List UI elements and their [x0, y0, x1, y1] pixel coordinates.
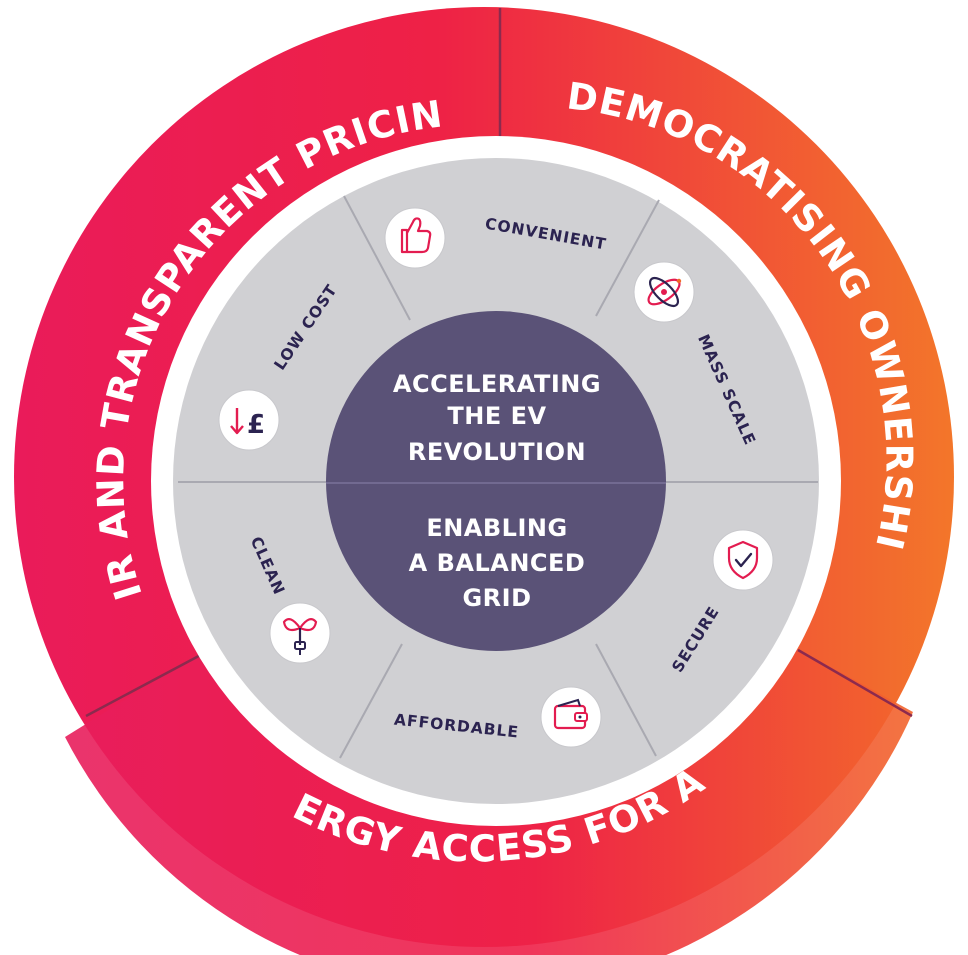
inner-dividers	[178, 195, 818, 759]
thumbs-up-icon	[384, 207, 446, 269]
hub-bottom-line-2: A BALANCED	[409, 549, 586, 577]
hub-circle	[326, 311, 666, 651]
atom-icon	[633, 261, 695, 323]
hub-top-line-2: THE EV	[447, 402, 546, 430]
hub-top-line-3: REVOLUTION	[408, 438, 586, 466]
outer-divider-left	[85, 648, 211, 718]
shield-check-icon	[712, 529, 774, 591]
outer-divider-right	[797, 648, 913, 718]
seedling-plug-icon	[269, 602, 331, 664]
hub-bottom-line-1: ENABLING	[426, 514, 567, 542]
svg-text:£: £	[247, 410, 265, 440]
hub-bottom-line-3: GRID	[462, 584, 531, 612]
wallet-icon	[540, 686, 602, 748]
price-down-pound-icon: £	[218, 389, 280, 451]
hub-top-line-1: ACCELERATING	[393, 370, 601, 398]
